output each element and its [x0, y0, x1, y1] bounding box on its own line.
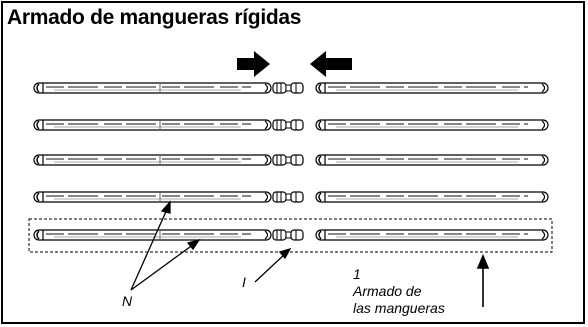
coupler-2: [272, 119, 304, 131]
hose-left-4: [33, 191, 272, 203]
hose-right-3: [315, 154, 549, 166]
arrow-up-icon: [476, 253, 490, 307]
diagram-title: Armado de mangueras rígidas: [7, 6, 302, 29]
leader-lines-n: [130, 200, 201, 291]
hose-right-4: [315, 191, 549, 203]
arrow-left-icon: [310, 51, 352, 77]
hose-right-1: [315, 82, 549, 94]
coupler-3: [272, 154, 304, 166]
highlight-box: [28, 218, 553, 253]
coupler-4: [272, 191, 304, 203]
hose-left-1: [33, 82, 272, 94]
step-text-line1: Armado de: [353, 283, 422, 299]
hose-left-3: [33, 154, 272, 166]
step-text-line2: las mangueras: [353, 300, 445, 316]
leader-line-i: [254, 247, 292, 283]
coupler-1: [272, 82, 304, 94]
label-n: N: [122, 293, 133, 309]
hose-right-5: [315, 229, 549, 241]
arrow-right-icon: [237, 51, 270, 77]
step-label: 1 Armado de las mangueras: [353, 266, 445, 317]
hose-right-2: [315, 119, 549, 131]
hose-left-5: [33, 229, 272, 241]
step-number: 1: [353, 266, 361, 282]
label-i: I: [242, 274, 246, 290]
hose-left-2: [33, 119, 272, 131]
coupler-5: [272, 229, 304, 241]
